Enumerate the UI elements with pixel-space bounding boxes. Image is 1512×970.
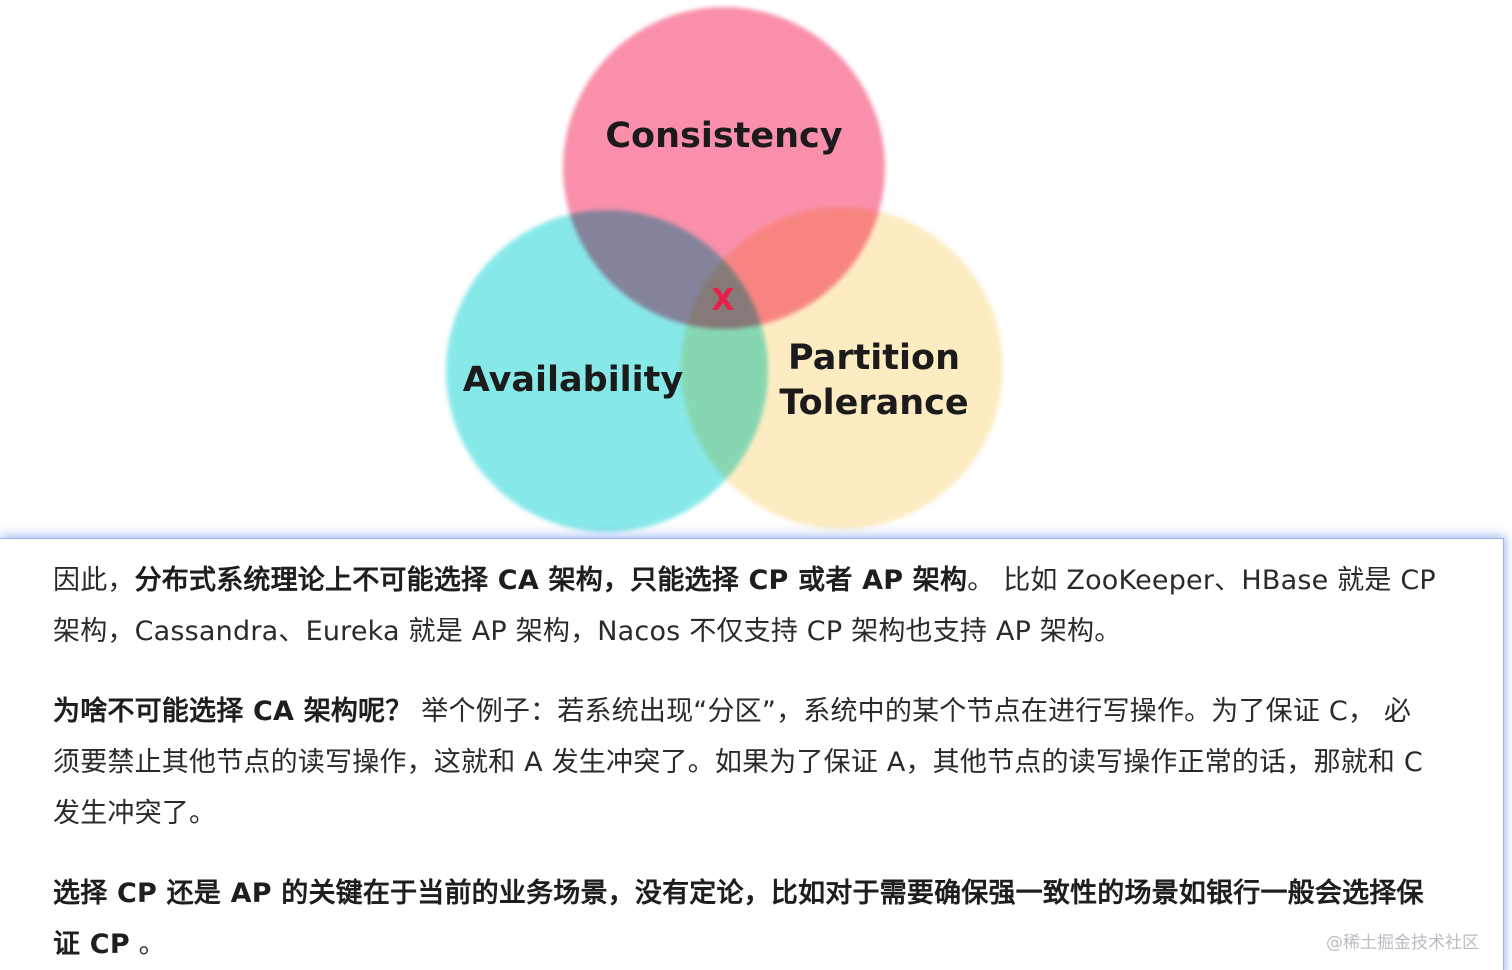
paragraph-ca-cp-ap: 因此，分布式系统理论上不可能选择 CA 架构，只能选择 CP 或者 AP 架构。…: [53, 555, 1438, 657]
p1-lead: 因此，: [53, 565, 135, 596]
cap-venn-diagram: Consistency Availability Partition Toler…: [446, 7, 1003, 532]
p2-bold: 为啥不可能选择 CA 架构呢？: [53, 696, 413, 727]
watermark: @稀土掘金技术社区: [1326, 933, 1479, 953]
p1-bold: 分布式系统理论上不可能选择 CA 架构，只能选择 CP 或者 AP 架构: [134, 565, 968, 596]
partition-label: Partition: [788, 338, 960, 378]
p1-rest: 。 比如 ZooKeeper、HBase 就是 CP 架构，Cassandra、…: [53, 565, 1436, 647]
paragraph-choose-cp-ap: 选择 CP 还是 AP 的关键在于当前的业务场景，没有定论，比如对于需要确保强一…: [53, 868, 1438, 970]
paragraph-why-not-ca: 为啥不可能选择 CA 架构呢？ 举个例子：若系统出现“分区”，系统中的某个节点在…: [53, 686, 1438, 839]
tolerance-label: Tolerance: [779, 383, 968, 423]
availability-circle: [446, 210, 768, 532]
availability-label: Availability: [463, 360, 684, 400]
center-x-mark: X: [711, 283, 734, 318]
p2-rest: 举个例子：若系统出现“分区”，系统中的某个节点在进行写操作。为了保证 C， 必须…: [53, 696, 1423, 829]
article-text-panel: 因此，分布式系统理论上不可能选择 CA 架构，只能选择 CP 或者 AP 架构。…: [0, 538, 1504, 970]
partition-tolerance-circle: [681, 207, 1003, 529]
p3-rest: 。: [129, 929, 166, 960]
consistency-label: Consistency: [605, 116, 842, 156]
p3-bold: 选择 CP 还是 AP 的关键在于当前的业务场景，没有定论，比如对于需要确保强一…: [53, 878, 1424, 960]
